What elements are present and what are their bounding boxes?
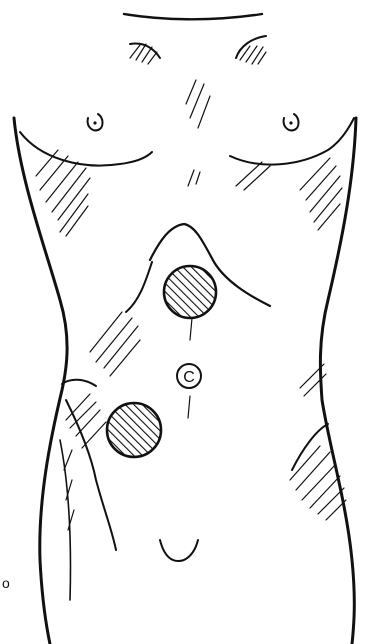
- corner-mark: o: [2, 575, 10, 591]
- torso-right-outline: [320, 118, 356, 644]
- left-chest-hatching: [36, 150, 90, 236]
- right-chest-hatching: [236, 158, 342, 230]
- right-iliac-outline: [292, 424, 328, 470]
- lower-abdomen-mark: [160, 540, 198, 561]
- neck-outline: [124, 14, 262, 19]
- lower-port-site: [104, 400, 164, 460]
- right-nipple: [284, 114, 299, 130]
- right-breast-contour: [230, 118, 354, 165]
- clavicle-hatching: [130, 36, 266, 64]
- sternum-lines: [186, 80, 210, 186]
- left-breast-contour: [20, 132, 152, 166]
- camera-port-label: C: [183, 369, 195, 386]
- upper-port-site: [160, 262, 220, 322]
- left-nipple: [88, 114, 103, 130]
- left-flank-hatching: [90, 312, 140, 376]
- left-inguinal-hatching: [64, 394, 106, 530]
- left-iliac-outline: [62, 380, 96, 386]
- torso-left-outline: [14, 118, 67, 644]
- left-costal-line: [126, 262, 152, 312]
- camera-port-marker: C: [177, 364, 201, 388]
- left-thigh-line: [60, 440, 71, 600]
